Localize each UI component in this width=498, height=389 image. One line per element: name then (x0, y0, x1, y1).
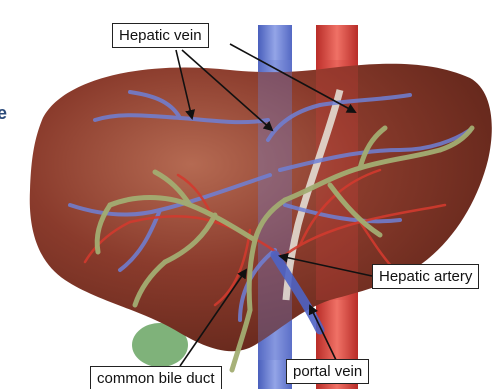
common-bile-duct-label: common bile duct (90, 366, 222, 389)
hepatic-artery-label: Hepatic artery (372, 264, 479, 289)
hepatic-vein-label: Hepatic vein (112, 23, 209, 48)
portal-vein-label: portal vein (286, 359, 369, 384)
cropped-letter: e (0, 103, 7, 124)
